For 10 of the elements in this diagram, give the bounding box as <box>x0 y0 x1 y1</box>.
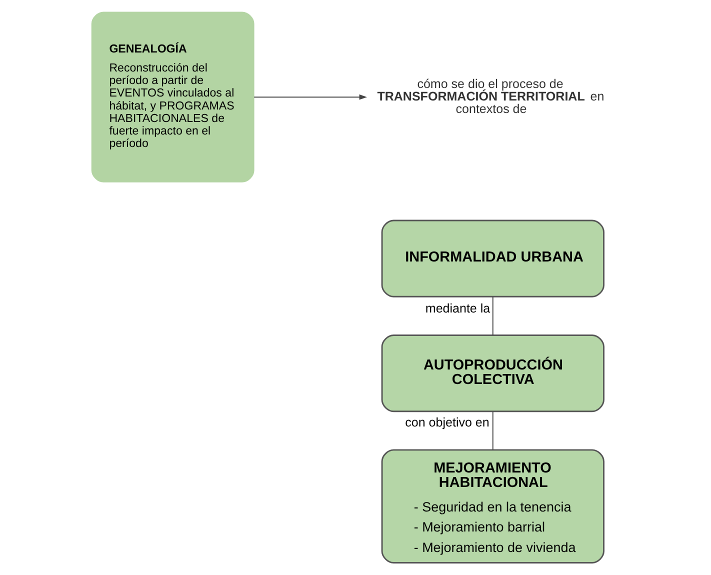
connector <box>492 411 493 450</box>
node-box: AUTOPRODUCCIÓN COLECTIVA <box>380 334 604 412</box>
node-box: INFORMALIDAD URBANA <box>380 220 604 298</box>
node-box: GENEALOGÍA Reconstrucción del período a partir de EVENTOS vinculados al hábitat, y PROGRAMAS HABITACIONALES de fuerte impacto en el período <box>90 12 254 182</box>
node-box: MEJORAMIENTO HABITACIONAL - Seguridad en la tenencia - Mejoramiento barrial - Mejoramiento de vivienda <box>380 449 604 564</box>
edge-label: con objetivo en <box>404 416 489 430</box>
arrow <box>253 94 367 100</box>
connector <box>492 296 493 336</box>
node-text: cómo se dio el proceso de TRANSFORMACIÓN TERRITORIAL en contextos de <box>376 76 604 116</box>
edge-label: mediante la <box>424 301 490 316</box>
